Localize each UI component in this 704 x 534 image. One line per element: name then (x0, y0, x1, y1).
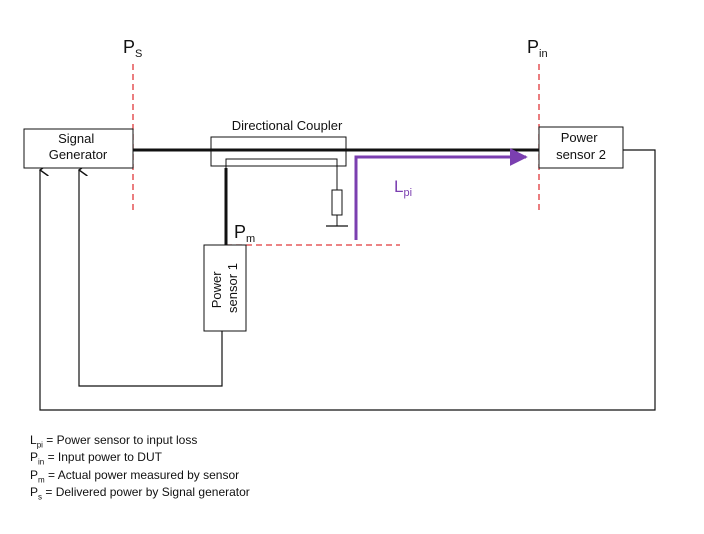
power-sensor-2-label-line1: Power (561, 130, 599, 145)
svg-text:Power sensor 2: Power sensor 2 (556, 130, 606, 162)
power-sensor-2-block: Power sensor 2 (538, 126, 624, 169)
legend: Lpi = Power sensor to input loss Pin = I… (30, 434, 250, 504)
svg-text:Power sensor 1: Power sensor 1 (209, 263, 240, 313)
power-sensor-1-block: Power sensor 1 (203, 244, 247, 332)
legend-item-lpi: Lpi = Power sensor to input loss (30, 433, 198, 450)
ps-label: PS (123, 37, 142, 60)
power-sensor-1-label-line2: sensor 1 (225, 263, 240, 313)
sensor1-to-generator-line (79, 170, 223, 387)
termination-resistor-icon (331, 189, 343, 216)
coupler-label: Directional Coupler (232, 118, 343, 133)
pm-label: Pm (234, 222, 255, 245)
pin-label: Pin (527, 37, 548, 60)
signal-generator-block: Signal Generator (23, 128, 134, 169)
lpi-label: Lpi (394, 177, 412, 199)
sensor2-to-generator-line (40, 149, 656, 411)
legend-item-ps: Ps = Delivered power by Signal generator (30, 485, 250, 502)
lpi-loss-arrow (354, 148, 528, 240)
signal-generator-label-line1: Signal (58, 131, 94, 146)
legend-item-pm: Pm = Actual power measured by sensor (30, 467, 240, 485)
legend-item-pin: Pin = Input power to DUT (30, 450, 162, 467)
svg-text:Signal Generator: Signal Generator (49, 131, 108, 162)
directional-coupler (133, 136, 539, 227)
signal-generator-label-line2: Generator (49, 147, 108, 162)
power-sensor-2-label-line2: sensor 2 (556, 147, 606, 162)
power-sensor-1-label-line1: Power (209, 271, 224, 309)
